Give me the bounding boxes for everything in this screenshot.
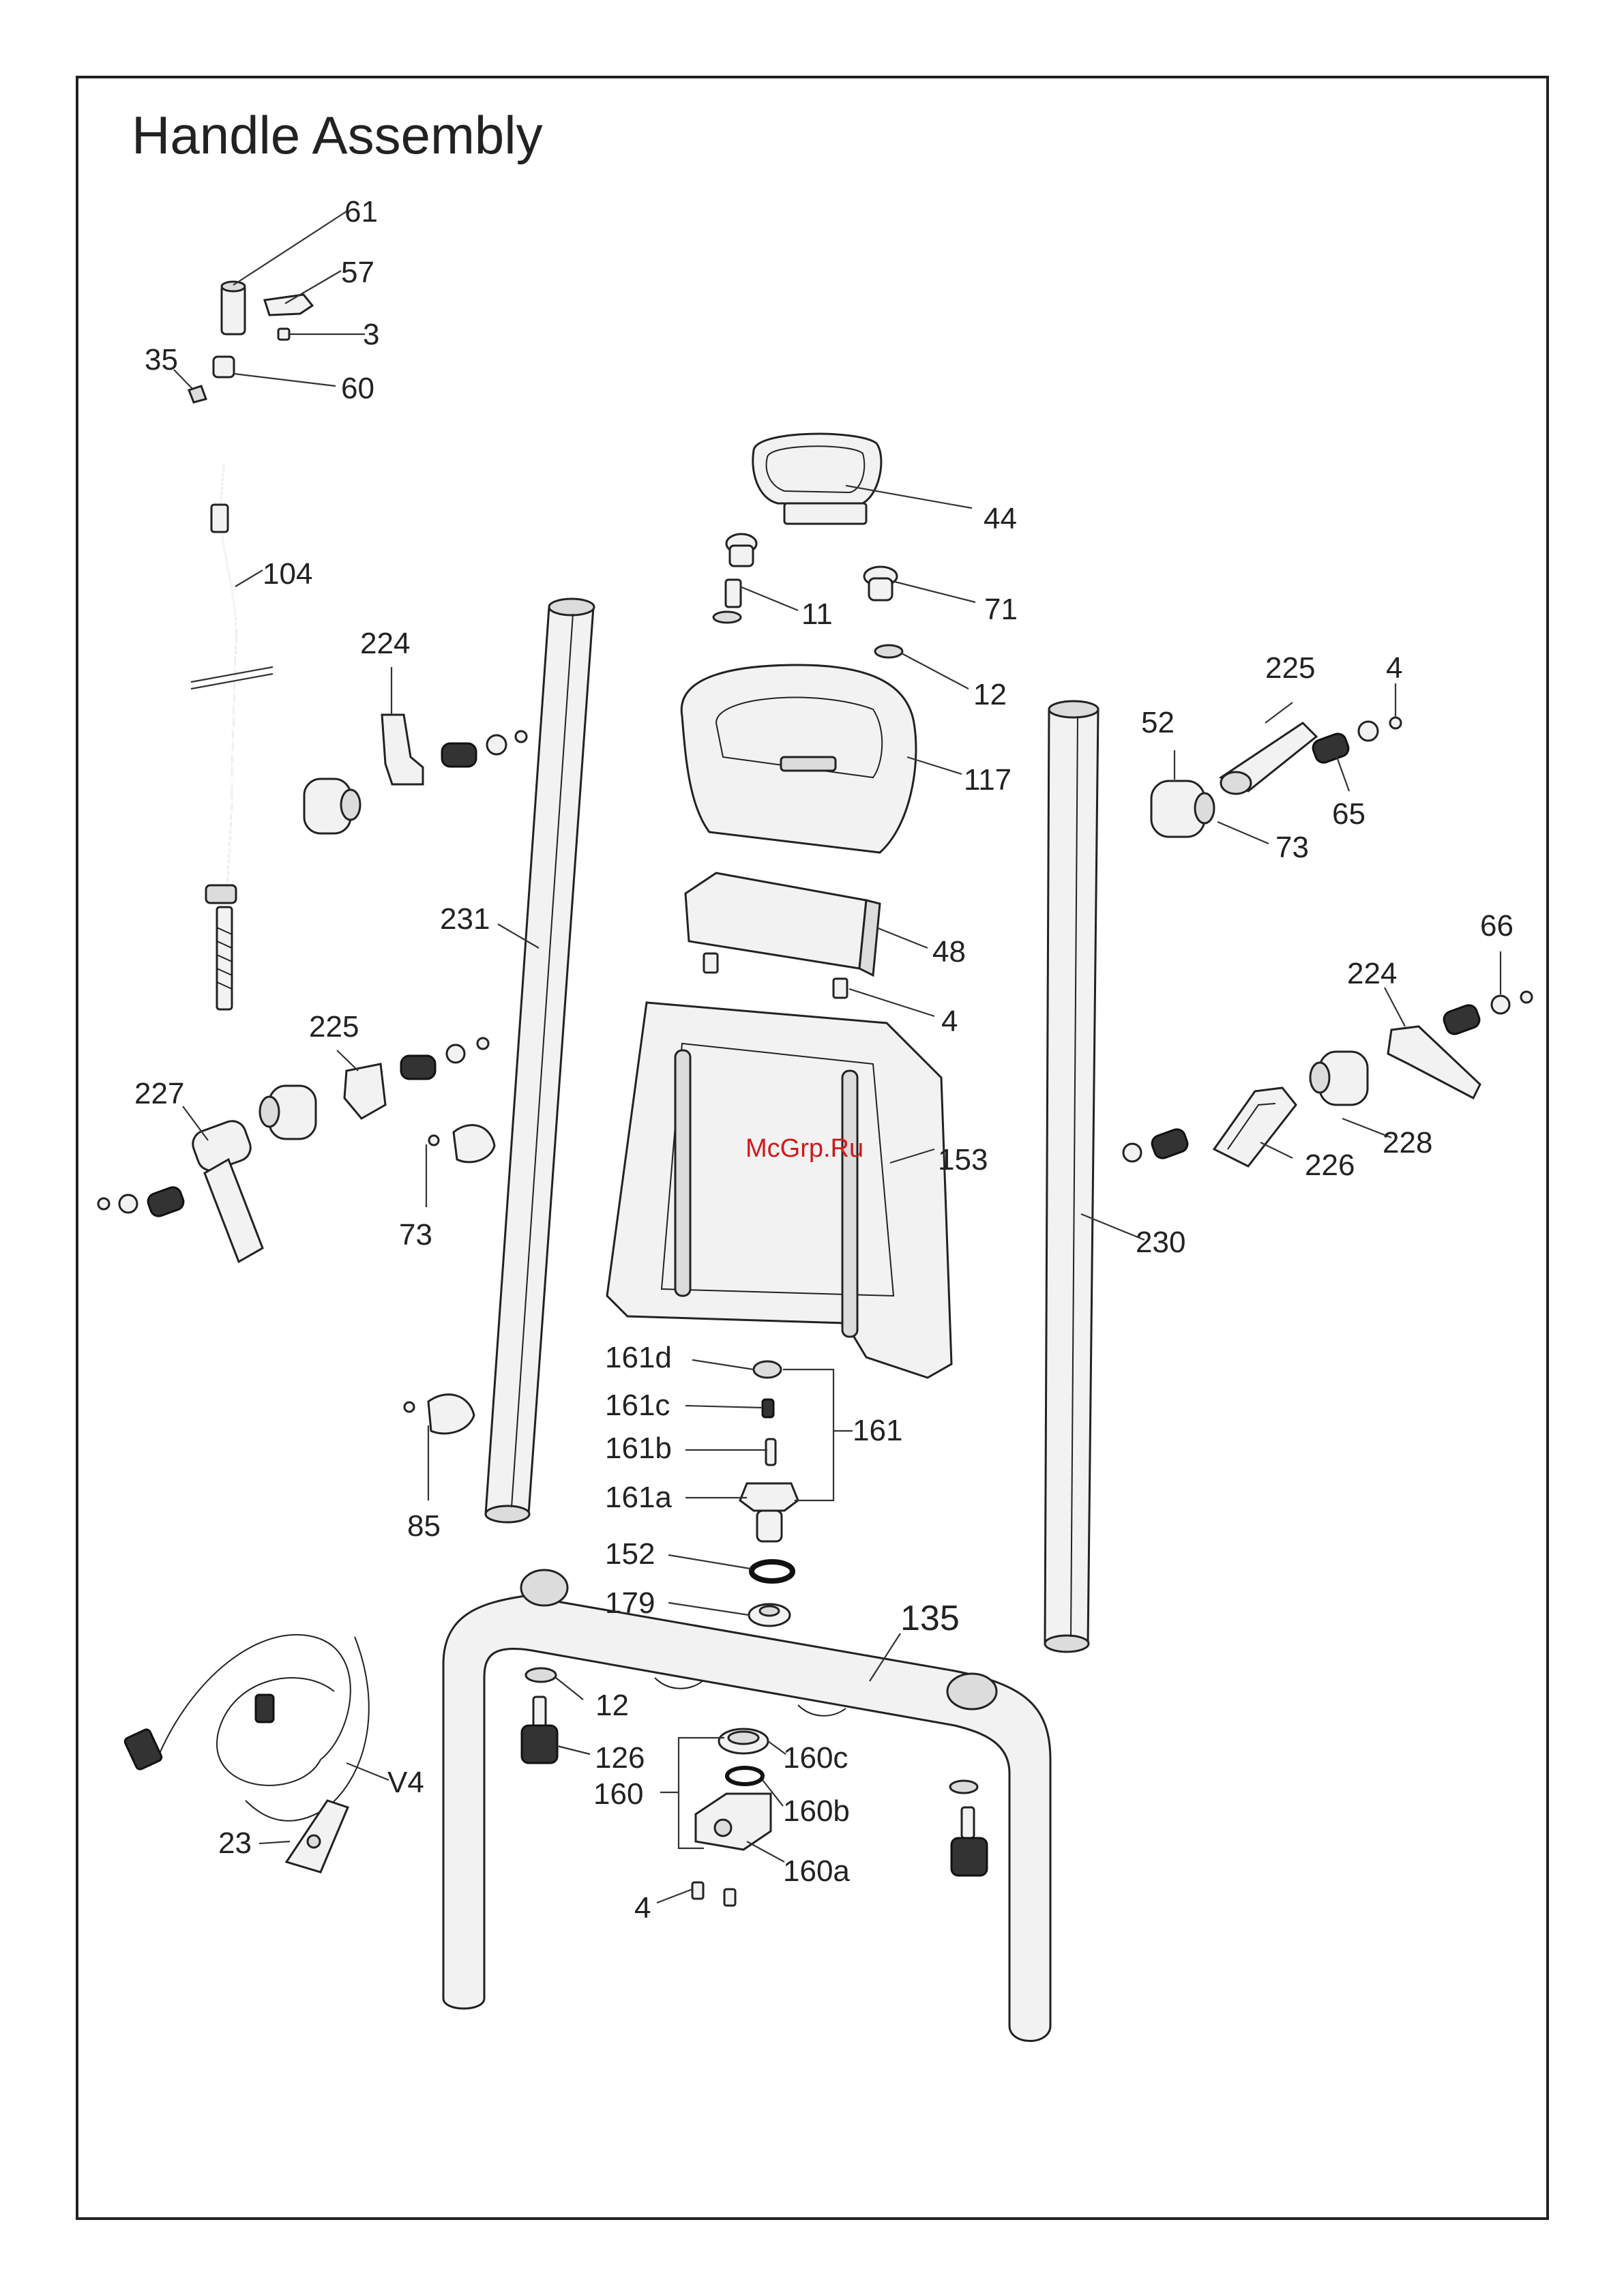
part-160b-ring [727, 1768, 763, 1784]
label-66: 66 [1480, 909, 1514, 943]
label-3: 3 [363, 318, 379, 351]
label-230: 230 [1136, 1226, 1185, 1259]
label-44: 44 [984, 502, 1017, 535]
label-161b: 161b [605, 1432, 672, 1465]
label-65: 65 [1332, 797, 1365, 831]
label-152: 152 [605, 1537, 655, 1571]
label-73-left: 73 [399, 1218, 432, 1252]
part-V4-cord [123, 1635, 369, 1821]
part-179-nut [749, 1604, 790, 1626]
label-61: 61 [344, 195, 378, 228]
label-48: 48 [932, 935, 966, 968]
label-226: 226 [1305, 1149, 1355, 1182]
label-4-right: 4 [1386, 651, 1402, 685]
part-73-clip-left [429, 1125, 494, 1162]
part-228-knob [1310, 1052, 1368, 1105]
label-160c: 160c [783, 1741, 848, 1775]
label-V4: V4 [387, 1766, 424, 1799]
part-4-screws-lower [692, 1882, 735, 1906]
part-224-lever-left [304, 715, 527, 833]
label-153: 153 [938, 1143, 988, 1176]
label-23: 23 [218, 1826, 252, 1860]
label-60: 60 [341, 372, 374, 405]
label-35: 35 [145, 343, 178, 376]
part-52-knob [1151, 781, 1214, 837]
label-12-top: 12 [973, 678, 1007, 711]
part-161d-cap [754, 1361, 781, 1378]
part-85-clip [404, 1395, 474, 1434]
label-231: 231 [440, 902, 490, 936]
label-4-center: 4 [941, 1005, 958, 1038]
label-104: 104 [263, 557, 312, 591]
label-160b: 160b [783, 1794, 850, 1828]
part-160a-clamp [696, 1794, 771, 1850]
part-23-tag [286, 1801, 348, 1872]
label-126: 126 [595, 1741, 645, 1775]
label-160a: 160a [783, 1854, 850, 1888]
part-160c-ring [719, 1729, 768, 1753]
label-161: 161 [853, 1414, 902, 1447]
label-228: 228 [1383, 1126, 1432, 1159]
diagram-title: Handle Assembly [132, 105, 543, 165]
label-224-right: 224 [1347, 957, 1397, 990]
part-11-bolt [713, 534, 756, 623]
part-230-right-pole [1045, 701, 1098, 1652]
part-117-handle [681, 665, 916, 853]
label-160: 160 [593, 1777, 643, 1811]
part-60-nut [213, 357, 234, 377]
part-153-frame [607, 1003, 951, 1378]
label-71: 71 [984, 593, 1018, 626]
label-12-lower: 12 [595, 1689, 629, 1722]
label-117: 117 [964, 763, 1012, 797]
part-152-ring [752, 1562, 793, 1581]
part-44-top-grip [753, 434, 881, 524]
label-161a: 161a [605, 1481, 672, 1514]
part-224-lever-right [1388, 1026, 1480, 1098]
part-227-lever-left [98, 1086, 316, 1262]
part-104-cable [191, 396, 273, 1009]
part-12-washer-top [875, 645, 902, 657]
watermark: McGrp.Ru [745, 1134, 863, 1163]
label-161d: 161d [605, 1341, 672, 1374]
part-66-spring [1442, 992, 1532, 1037]
label-225-right: 225 [1265, 651, 1315, 685]
label-4-lower: 4 [634, 1891, 651, 1925]
part-4-screw-right [1359, 717, 1401, 741]
label-179: 179 [605, 1586, 655, 1620]
part-161c-spring [763, 1400, 773, 1417]
part-225-lever-left [344, 1038, 488, 1119]
part-161a-knob [740, 1483, 798, 1541]
label-57: 57 [341, 256, 374, 289]
label-73-right: 73 [1275, 831, 1309, 864]
part-225-lever-right [1221, 723, 1316, 794]
part-226-lever [1123, 1088, 1296, 1166]
label-225-left: 225 [309, 1010, 359, 1043]
label-161c: 161c [605, 1389, 670, 1422]
part-48-bracket [685, 873, 880, 998]
label-227: 227 [134, 1077, 184, 1110]
part-57-clip [265, 295, 312, 315]
label-52: 52 [1141, 706, 1175, 739]
label-85: 85 [407, 1509, 441, 1543]
part-61-sleeve [222, 282, 245, 334]
part-71-cap [864, 567, 897, 600]
label-135: 135 [900, 1599, 960, 1638]
part-161b-pin [766, 1439, 776, 1465]
part-126-knob [522, 1697, 987, 1876]
label-11: 11 [801, 597, 833, 631]
label-224-left: 224 [360, 627, 410, 660]
